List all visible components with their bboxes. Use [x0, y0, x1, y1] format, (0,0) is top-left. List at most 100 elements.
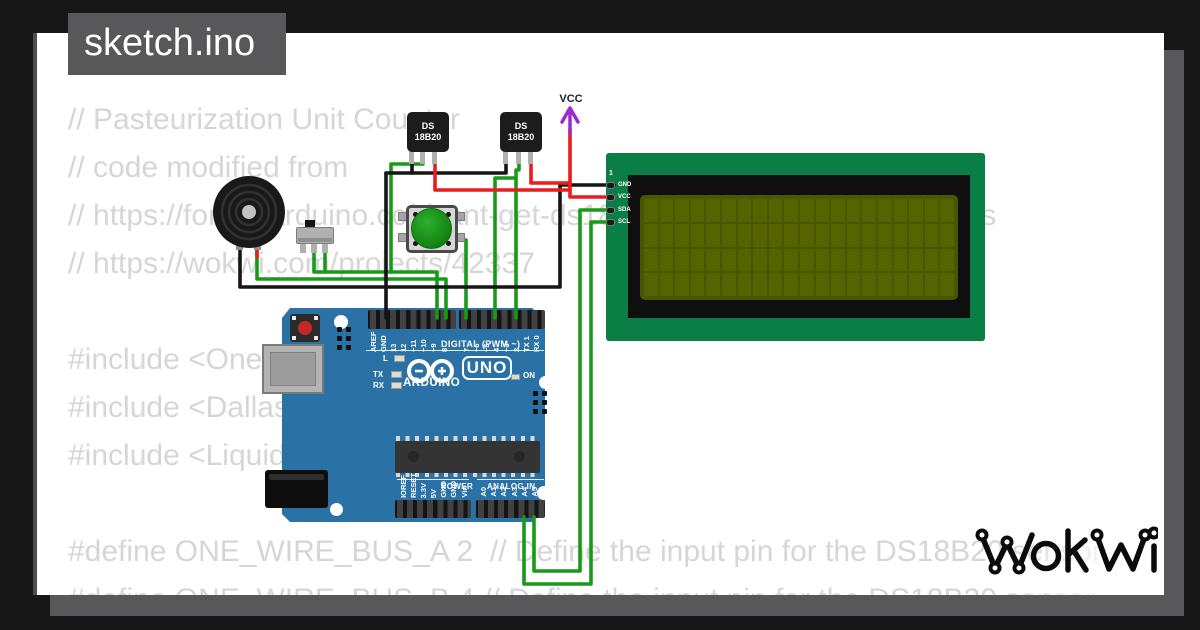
power-header	[395, 500, 471, 518]
led-rx	[391, 382, 402, 389]
sensor-label: DS	[421, 121, 435, 131]
lcd-cell	[878, 248, 892, 272]
wire-sda	[532, 208, 616, 573]
lcd-cell	[831, 199, 845, 222]
mounting-hole	[334, 315, 348, 329]
lcd-cell	[893, 273, 908, 296]
wire-sensor-b-gnd	[384, 148, 508, 175]
lcd-cell	[893, 248, 908, 272]
vcc-arrow-icon	[560, 106, 580, 135]
arduino-infinity-logo	[407, 359, 454, 383]
led-rx-label: RX	[373, 381, 385, 390]
lcd-cell	[940, 248, 954, 272]
lcd-cell	[878, 223, 892, 247]
digital-bracket-line	[366, 350, 544, 351]
vcc-label: VCC	[559, 93, 583, 105]
ds18b20-sensor-a: DS 18B20	[407, 112, 449, 152]
lcd-cell	[659, 223, 674, 247]
lcd-cell	[878, 273, 892, 296]
lcd-cell	[753, 199, 767, 222]
led-tx	[391, 371, 402, 378]
lcd-pin-gnd	[606, 182, 615, 189]
chip-dimple	[408, 451, 419, 462]
led-l-label: L	[383, 354, 388, 363]
lcd-cell	[940, 273, 954, 296]
lcd-cell	[940, 223, 954, 247]
digital-header-left	[368, 310, 456, 329]
sensor-leg	[432, 150, 437, 164]
lcd-cell	[768, 248, 783, 272]
lcd-cell	[659, 273, 674, 296]
lcd-cell	[737, 248, 752, 272]
lcd-cell	[753, 223, 767, 247]
lcd-cell	[784, 199, 798, 222]
sensor-leg	[420, 150, 425, 164]
switch-leg	[322, 243, 328, 253]
lcd-cell	[924, 248, 939, 272]
code-fade-overlay	[1000, 33, 1164, 595]
lcd-cell	[909, 223, 923, 247]
mounting-hole	[537, 486, 551, 500]
lcd-cell	[800, 199, 814, 222]
lcd-cell	[831, 223, 845, 247]
lcd-pin-label: SDA	[618, 207, 631, 213]
lcd-cell	[784, 248, 798, 272]
button-corner-dot	[446, 212, 451, 217]
wire-button-to-pin7	[459, 238, 468, 320]
sensor-leg	[409, 150, 414, 164]
lcd-cell	[706, 223, 720, 247]
lcd-cell	[768, 273, 783, 296]
icsp-header-1	[337, 327, 351, 350]
lcd-pin-label: GND	[618, 182, 632, 188]
led-l	[394, 355, 405, 362]
lcd-cell	[909, 199, 923, 222]
lcd-cell	[768, 223, 783, 247]
sensor-label: DS	[514, 121, 528, 131]
wire-gnd-bus	[238, 183, 616, 289]
lcd-cell	[924, 223, 939, 247]
lcd-pin-sda	[606, 207, 615, 214]
icsp-header-2	[533, 391, 547, 414]
lcd-cell	[706, 273, 720, 296]
lcd-cell	[940, 199, 954, 222]
file-title: sketch.ino	[84, 22, 256, 64]
lcd-cell	[722, 199, 736, 222]
lcd-cell	[878, 199, 892, 222]
lcd-cell	[893, 199, 908, 222]
lcd-cell	[675, 223, 689, 247]
power-section-label: POWER	[441, 482, 474, 491]
lcd-cell	[862, 199, 876, 222]
atmega-chip-legs	[396, 436, 539, 442]
wire-buzzer-to-pin8	[255, 248, 448, 320]
lcd-cell	[644, 199, 658, 222]
green-wires	[255, 150, 616, 586]
lcd-cell	[722, 273, 736, 296]
frame-right	[1184, 0, 1200, 630]
lcd-cell	[690, 273, 705, 296]
digital-header-right	[459, 310, 545, 329]
lcd-cell	[846, 248, 861, 272]
sensor-leg	[528, 150, 533, 164]
reset-button	[290, 314, 320, 342]
lcd-cell	[644, 273, 658, 296]
sensor-leg	[516, 150, 521, 164]
lcd-cell	[800, 223, 814, 247]
wire-switch-to-pin9	[312, 248, 439, 320]
power-jack	[265, 470, 328, 508]
lcd-cell	[909, 248, 923, 272]
lcd-cell	[893, 223, 908, 247]
lcd-cell	[815, 223, 830, 247]
lcd-cell	[659, 199, 674, 222]
lcd-cell	[675, 248, 689, 272]
frame-bottom	[0, 616, 1200, 630]
lcd-cell	[690, 199, 705, 222]
lcd-cell	[815, 248, 830, 272]
lcd-cell	[737, 223, 752, 247]
power-bracket-line	[397, 479, 469, 480]
button-corner-dot	[413, 241, 418, 246]
file-title-tab: sketch.ino	[68, 13, 286, 75]
lcd-cell	[722, 248, 736, 272]
lcd-cell	[846, 199, 861, 222]
analog-section-label: ANALOG IN	[487, 482, 536, 491]
lcd-pin1-index: 1	[609, 170, 613, 177]
